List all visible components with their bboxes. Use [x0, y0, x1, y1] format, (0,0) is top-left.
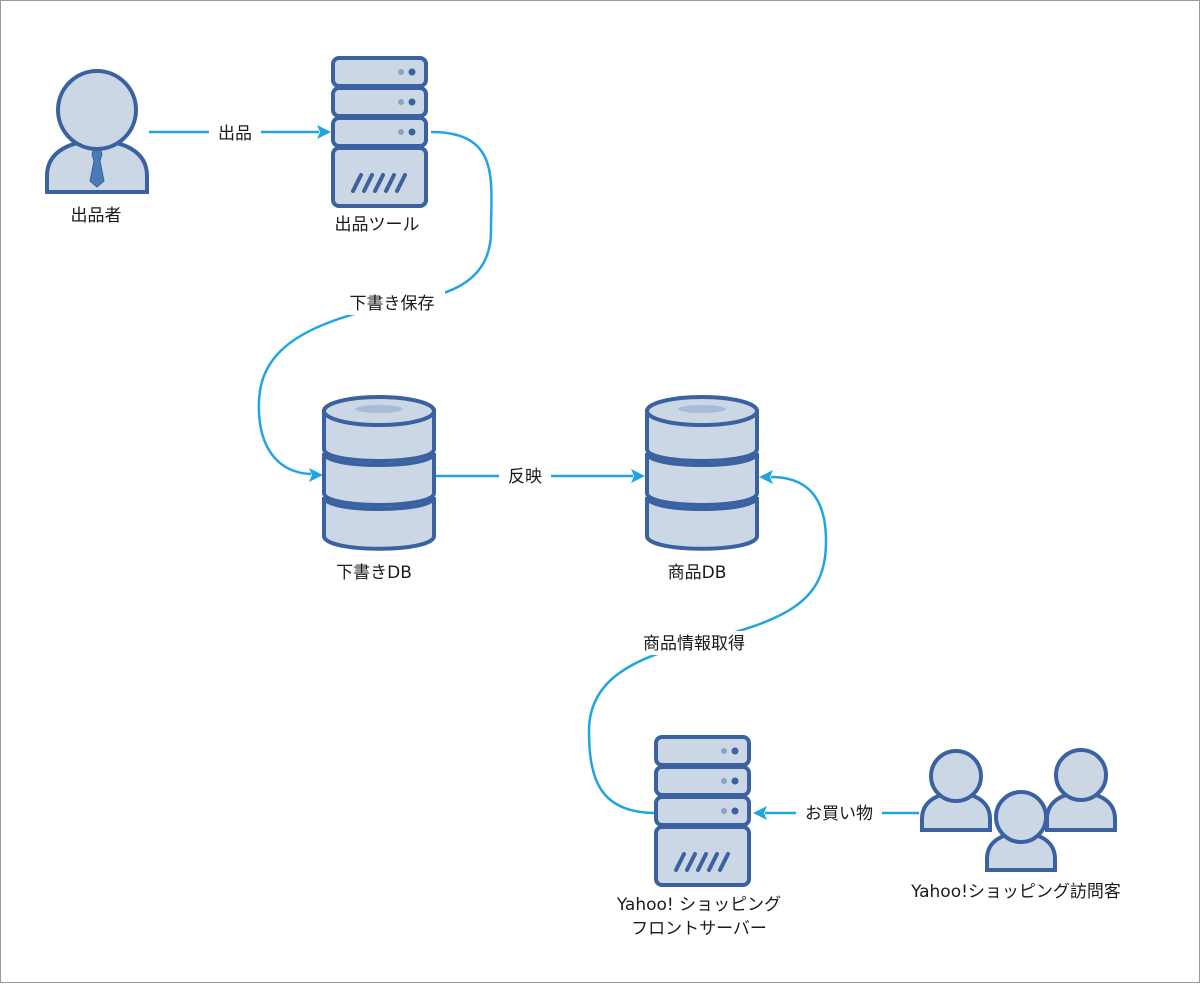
edge-label-shopping: お買い物: [805, 804, 873, 824]
front-server-label-line1: Yahoo! ショッピング: [616, 895, 781, 915]
edge-label-reflect: 反映: [508, 467, 542, 487]
database-icon: [322, 395, 436, 551]
visitors-label: Yahoo!ショッピング訪問客: [910, 882, 1121, 902]
edge-label-fetch-product-info: 商品情報取得: [643, 634, 745, 654]
database-icon: [645, 395, 759, 551]
seller-node: 出品者: [45, 69, 149, 226]
users-group-icon: [920, 748, 1117, 872]
server-icon: [654, 735, 751, 887]
draft-db-label: 下書きDB: [336, 563, 412, 583]
listing-tool-label: 出品ツール: [335, 215, 420, 235]
seller-label: 出品者: [71, 206, 122, 226]
server-icon: [331, 56, 428, 208]
edge-label-draft-save: 下書き保存: [350, 294, 435, 314]
edge-label-listing: 出品: [218, 124, 252, 144]
listing-tool-node: 出品ツール: [331, 56, 428, 235]
draft-db-node: 下書きDB: [322, 395, 436, 583]
front-server-label-line2: フロントサーバー: [631, 919, 767, 939]
product-db-label: 商品DB: [668, 563, 727, 583]
product-db-node: 商品DB: [645, 395, 759, 583]
visitors-node: Yahoo!ショッピング訪問客: [910, 748, 1121, 902]
front-server-node: Yahoo! ショッピング フロントサーバー: [616, 735, 781, 939]
person-icon: [45, 69, 149, 194]
